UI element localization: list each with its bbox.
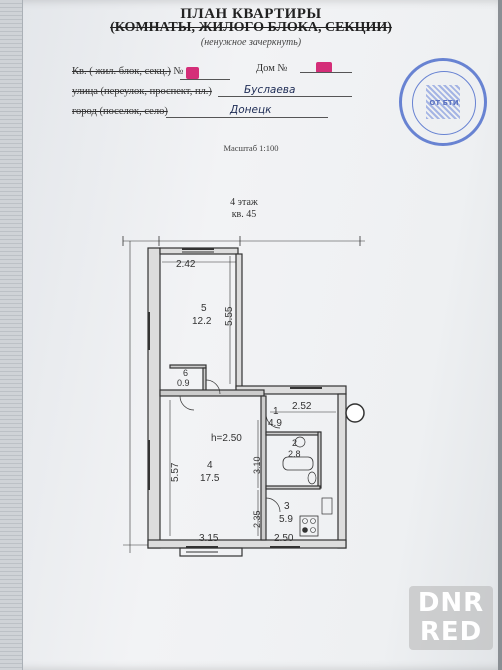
dim-room3-depth: 2.35 (252, 510, 262, 528)
room5-number: 5 (201, 303, 207, 314)
apartment-number-text: кв. 45 (231, 209, 257, 220)
city-underline (166, 117, 328, 118)
right-wall-room5 (235, 253, 243, 389)
watermark-logo: DNR RED (409, 586, 493, 650)
wall-room4-top (159, 389, 265, 397)
document-subtitle: (КОМНАТЫ, ЖИЛОГО БЛОКА, СЕКЦИИ) (110, 20, 392, 35)
watermark-line-1: DNR (417, 588, 485, 618)
document-note: (ненужное зачеркнуть) (200, 37, 302, 48)
dim-hall-width: 2.52 (292, 401, 312, 412)
entrance-marker (345, 403, 365, 423)
storage-wall-top (169, 364, 207, 369)
room4-area: 17.5 (200, 473, 220, 484)
house-underline (300, 72, 352, 73)
street-label: улица (переулок, проспект, пл.) (72, 86, 212, 97)
street-value: Буслаева (244, 84, 296, 96)
dim-bottom-right: 2.50 (274, 533, 294, 544)
watermark-line-2: RED (419, 617, 483, 647)
wall-bath-right (317, 431, 322, 489)
redacted-apartment-number (186, 67, 199, 79)
toilet-fixture (307, 471, 317, 485)
apartment-label: Кв. ( жил. блок, секц.) № (72, 66, 184, 77)
room1-area: 4.9 (268, 418, 282, 429)
wall-bath-top (265, 431, 321, 436)
apartment-underline (180, 79, 230, 80)
dim-kitchen-depth: 3.10 (252, 456, 262, 474)
left-outer-wall (147, 247, 161, 549)
redacted-house-number (316, 62, 332, 73)
page-binding-edge (0, 0, 23, 670)
room1-number: 1 (273, 406, 279, 417)
scale-text: Масштаб 1:100 (223, 143, 279, 153)
kitchen-sink-fixture (321, 497, 333, 515)
wall-bath-bottom (265, 485, 321, 490)
room4-number: 4 (207, 460, 213, 471)
street-underline (218, 96, 352, 97)
floor-text: 4 этаж (230, 197, 258, 208)
room2-number: 2 (292, 438, 297, 448)
stove-fixture (299, 515, 319, 537)
right-outer-wall (337, 393, 347, 549)
room6-area: 0.9 (177, 378, 190, 388)
wall-room4-right (260, 395, 267, 541)
city-value: Донецк (230, 104, 272, 116)
document-title: ПЛАН КВАРТИРЫ (180, 6, 322, 22)
room3-number: 3 (284, 501, 290, 512)
room5-area: 12.2 (192, 316, 212, 327)
bathtub-fixture (282, 456, 314, 471)
dim-bottom-left: 3.15 (199, 533, 219, 544)
dim-top-width: 2.42 (176, 259, 196, 270)
dim-room4-length: 5.57 (170, 462, 181, 482)
room3-area: 5.9 (279, 514, 293, 525)
sink-fixture (294, 436, 306, 448)
ceiling-height: h=2.50 (211, 433, 242, 444)
house-label: Дом № (256, 63, 288, 74)
bottom-outer-wall (147, 539, 347, 549)
city-label: город (поселок, село) (72, 106, 168, 117)
official-stamp: ОТ БТИ (399, 58, 487, 146)
room6-number: 6 (183, 368, 188, 378)
storage-wall-right (202, 367, 207, 393)
room2-area: 2.8 (288, 449, 301, 459)
dim-room5-length: 5.55 (224, 306, 235, 326)
